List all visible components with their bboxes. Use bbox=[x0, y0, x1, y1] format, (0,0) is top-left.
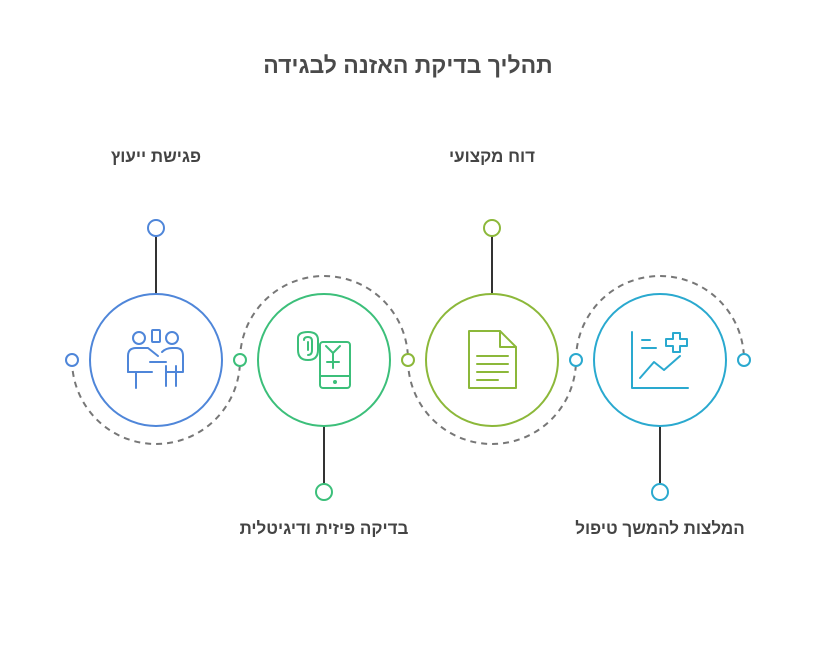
consultation-meeting-icon bbox=[127, 329, 184, 389]
step-label-report: דוח מקצועי bbox=[448, 147, 536, 166]
chart-medical-cross-icon bbox=[631, 331, 689, 389]
label-node-inspection bbox=[315, 483, 333, 501]
label-node-recommendations bbox=[651, 483, 669, 501]
axis-node-end bbox=[737, 353, 751, 367]
axis-node-start bbox=[65, 353, 79, 367]
connector-arc-2 bbox=[239, 275, 409, 361]
connector-arc-3 bbox=[407, 359, 577, 445]
diagram-title: תהליך בדיקת האזנה לבגידה bbox=[263, 52, 553, 78]
fingerprint-phone-scan-icon bbox=[297, 331, 351, 389]
step-recommendations bbox=[593, 293, 727, 501]
label-node-consultation bbox=[147, 219, 165, 237]
axis-node-1 bbox=[233, 353, 247, 367]
step-label-consultation: פגישת ייעוץ bbox=[110, 147, 202, 166]
step-circle-recommendations bbox=[593, 293, 727, 427]
step-inspection bbox=[257, 293, 391, 501]
step-report bbox=[425, 219, 559, 427]
step-label-inspection: בדיקה פיזית ודיגיטלית bbox=[239, 519, 409, 538]
step-circle-consultation bbox=[89, 293, 223, 427]
axis-nodes bbox=[65, 353, 751, 367]
step-consultation bbox=[89, 219, 223, 427]
label-node-report bbox=[483, 219, 501, 237]
step-circle-inspection bbox=[257, 293, 391, 427]
step-circle-report bbox=[425, 293, 559, 427]
connector-arc-4 bbox=[575, 275, 745, 361]
document-report-icon bbox=[468, 330, 517, 389]
axis-node-3 bbox=[569, 353, 583, 367]
axis-node-2 bbox=[401, 353, 415, 367]
step-label-recommendations: המלצות להמשך טיפול bbox=[575, 519, 745, 538]
dashed-connectors bbox=[71, 275, 745, 445]
connector-arc-1 bbox=[71, 359, 241, 445]
